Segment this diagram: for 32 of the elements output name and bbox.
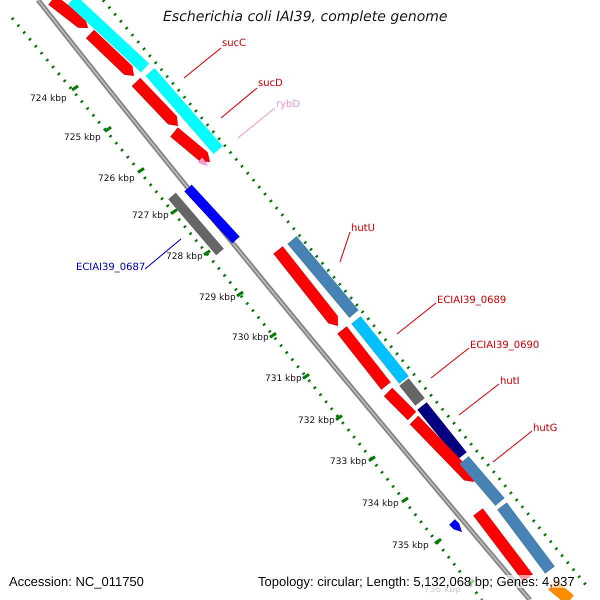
leader-line — [184, 48, 222, 78]
gene-label: ECIAI39_0687 — [76, 263, 146, 273]
gene-label: sucD — [258, 79, 283, 89]
gene-label: ECIAI39_0689 — [437, 296, 506, 306]
tick-label: 729 kbp — [199, 294, 236, 303]
leader-line — [458, 384, 500, 416]
leader-line — [396, 302, 436, 334]
tick-label: 730 kbp — [232, 334, 269, 343]
gene-label: ECIAI39_0690 — [470, 341, 540, 351]
tick-label: 728 kbp — [166, 253, 203, 262]
leader-line — [144, 238, 182, 270]
gene-label: hutI — [500, 377, 520, 387]
tick-label: 733 kbp — [330, 458, 367, 467]
leader-line — [238, 108, 276, 138]
tick-label: 724 kbp — [30, 95, 67, 104]
tick-label: 725 kbp — [64, 134, 101, 143]
title: Escherichia coli IAI39, complete genome — [163, 10, 448, 24]
gene-label: rybD — [276, 100, 300, 110]
tick-label: 732 kbp — [298, 417, 335, 426]
gene-label: sucC — [222, 39, 246, 49]
tick-label: 726 kbp — [98, 175, 135, 184]
accession-text: Accession: NC_011750 — [9, 575, 144, 588]
leader-line — [340, 232, 350, 262]
leader-line — [220, 88, 258, 118]
gene-label: hutU — [351, 224, 375, 234]
tick-label: 735 kbp — [392, 542, 429, 551]
gene-label: hutG — [533, 424, 558, 434]
tick-label: 731 kbp — [265, 375, 302, 384]
leader-line — [492, 430, 532, 462]
tick-label: 734 kbp — [362, 500, 399, 509]
leader-line — [430, 348, 470, 378]
tick-label: 727 kbp — [132, 212, 169, 221]
